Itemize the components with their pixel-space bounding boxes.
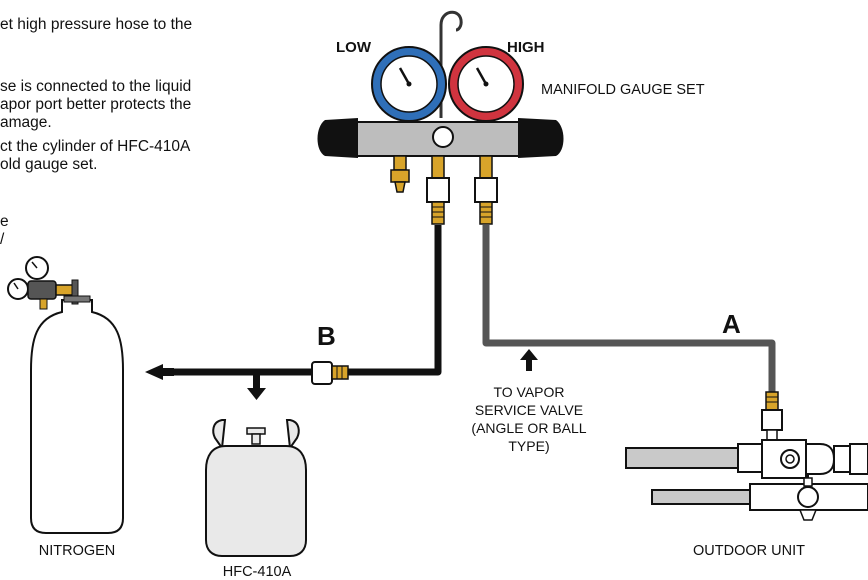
instruction-line-3: apor port better protects the [0, 96, 192, 113]
gray-hose [482, 225, 776, 392]
arrow-up-shaft [526, 358, 532, 371]
high-side-port [474, 155, 498, 225]
nitrogen-regulator [7, 256, 91, 310]
outdoor-unit-label: OUTDOOR UNIT [693, 543, 805, 559]
low-side-knob [317, 118, 358, 158]
vapor-label-line-3: (ANGLE OR BALL [471, 420, 586, 436]
vapor-label-line-4: TYPE) [508, 438, 549, 454]
arrow-to-nitrogen [145, 364, 163, 380]
center-port [426, 155, 450, 225]
connector-b [311, 361, 349, 385]
vapor-label-line-1: TO VAPOR [493, 384, 564, 400]
arrow-to-hfc [247, 388, 266, 400]
marker-a: A [722, 309, 741, 339]
instruction-line-6: old gauge set. [0, 156, 98, 173]
high-label: HIGH [507, 39, 545, 56]
low-pressure-gauge [371, 46, 447, 122]
arrow-to-nitrogen-shaft [160, 368, 174, 376]
arrow-up-vapor [520, 349, 538, 360]
instruction-line-1: et high pressure hose to the [0, 16, 193, 33]
hfc-410a-tank [205, 419, 307, 557]
manifold-hook [439, 10, 463, 118]
instruction-line-7: e [0, 213, 9, 230]
black-hose [348, 225, 442, 376]
instruction-line-5: ct the cylinder of HFC-410A [0, 138, 191, 155]
low-side-port [390, 155, 410, 193]
service-valve-connector [761, 391, 783, 445]
nitrogen-cylinder [30, 299, 124, 534]
outdoor-unit-valve [625, 439, 868, 521]
manifold-gauge-set-label: MANIFOLD GAUGE SET [541, 82, 705, 98]
arrow-to-hfc-shaft [253, 374, 260, 390]
low-label: LOW [336, 39, 372, 56]
vapor-label-line-2: SERVICE VALVE [475, 402, 583, 418]
instruction-line-8: / [0, 231, 5, 248]
marker-b: B [317, 321, 336, 351]
high-side-knob [518, 118, 564, 158]
instruction-line-4: amage. [0, 114, 52, 131]
high-pressure-gauge [448, 46, 524, 122]
nitrogen-label: NITROGEN [39, 543, 116, 559]
instruction-line-2: se is connected to the liquid [0, 78, 192, 95]
manifold-body [317, 118, 564, 158]
hfc-410a-label: HFC-410A [223, 564, 292, 580]
